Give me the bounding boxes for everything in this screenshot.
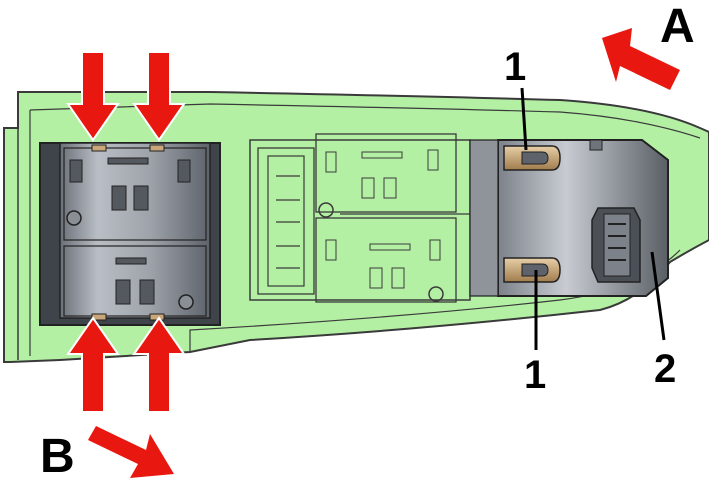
label-1-top: 1 [504,45,526,89]
arrow-press-up-left [66,316,120,413]
label-2: 2 [654,347,676,391]
retaining-clip-top [503,145,561,171]
right-cover-part-2 [469,139,669,297]
label-1-bottom: 1 [524,353,546,397]
arrow-press-down-left [66,51,120,142]
direction-arrow-b [88,426,174,478]
label-a: A [660,0,695,53]
retaining-clip-bottom [503,257,561,283]
arrow-press-down-right [132,51,186,142]
leader-1-top [520,87,528,151]
label-b: B [40,430,75,483]
direction-arrow-a [602,28,680,90]
middle-switch-module [249,133,471,303]
left-switch-module [39,142,221,326]
leader-2 [650,251,666,341]
arrow-press-up-right [132,316,186,413]
